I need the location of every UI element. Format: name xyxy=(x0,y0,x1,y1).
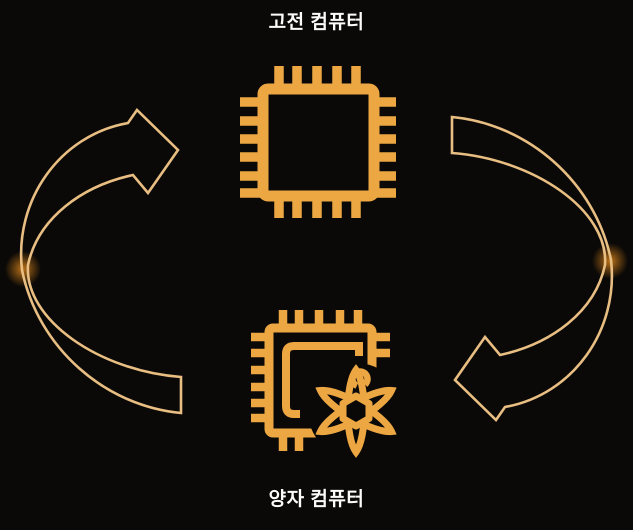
atom-orbit-vertical xyxy=(344,364,368,458)
quantum-chip-atom-icon xyxy=(251,310,404,459)
chip-body xyxy=(257,83,380,202)
left-cycle-arrow-icon xyxy=(19,108,183,415)
atom-orbit-diagonal-2 xyxy=(315,386,397,436)
chip-pins-left xyxy=(240,97,263,198)
atom-orbit-diagonal-1 xyxy=(315,386,397,436)
quantum-chip-inner-trace xyxy=(282,342,363,418)
atom-orbit-curl xyxy=(349,368,371,390)
atom-icon xyxy=(315,364,397,458)
chip-pins-top xyxy=(274,66,361,89)
quantum-chip-pins-bottom xyxy=(278,433,304,451)
quantum-chip-pins-right xyxy=(372,332,390,358)
chip-pins-right xyxy=(374,97,396,198)
chip-pins-bottom xyxy=(274,196,361,218)
quantum-chip-pins-left xyxy=(251,332,269,423)
quantum-chip-pins-top xyxy=(278,310,363,328)
classical-computer-label: 고전 컴퓨터 xyxy=(268,12,365,33)
quantum-computer-label: 양자 컴퓨터 xyxy=(268,489,365,510)
right-cycle-arrow-icon xyxy=(450,115,614,422)
classical-cpu-chip-icon xyxy=(240,66,396,218)
atom-nucleus-hexagon xyxy=(339,392,373,430)
